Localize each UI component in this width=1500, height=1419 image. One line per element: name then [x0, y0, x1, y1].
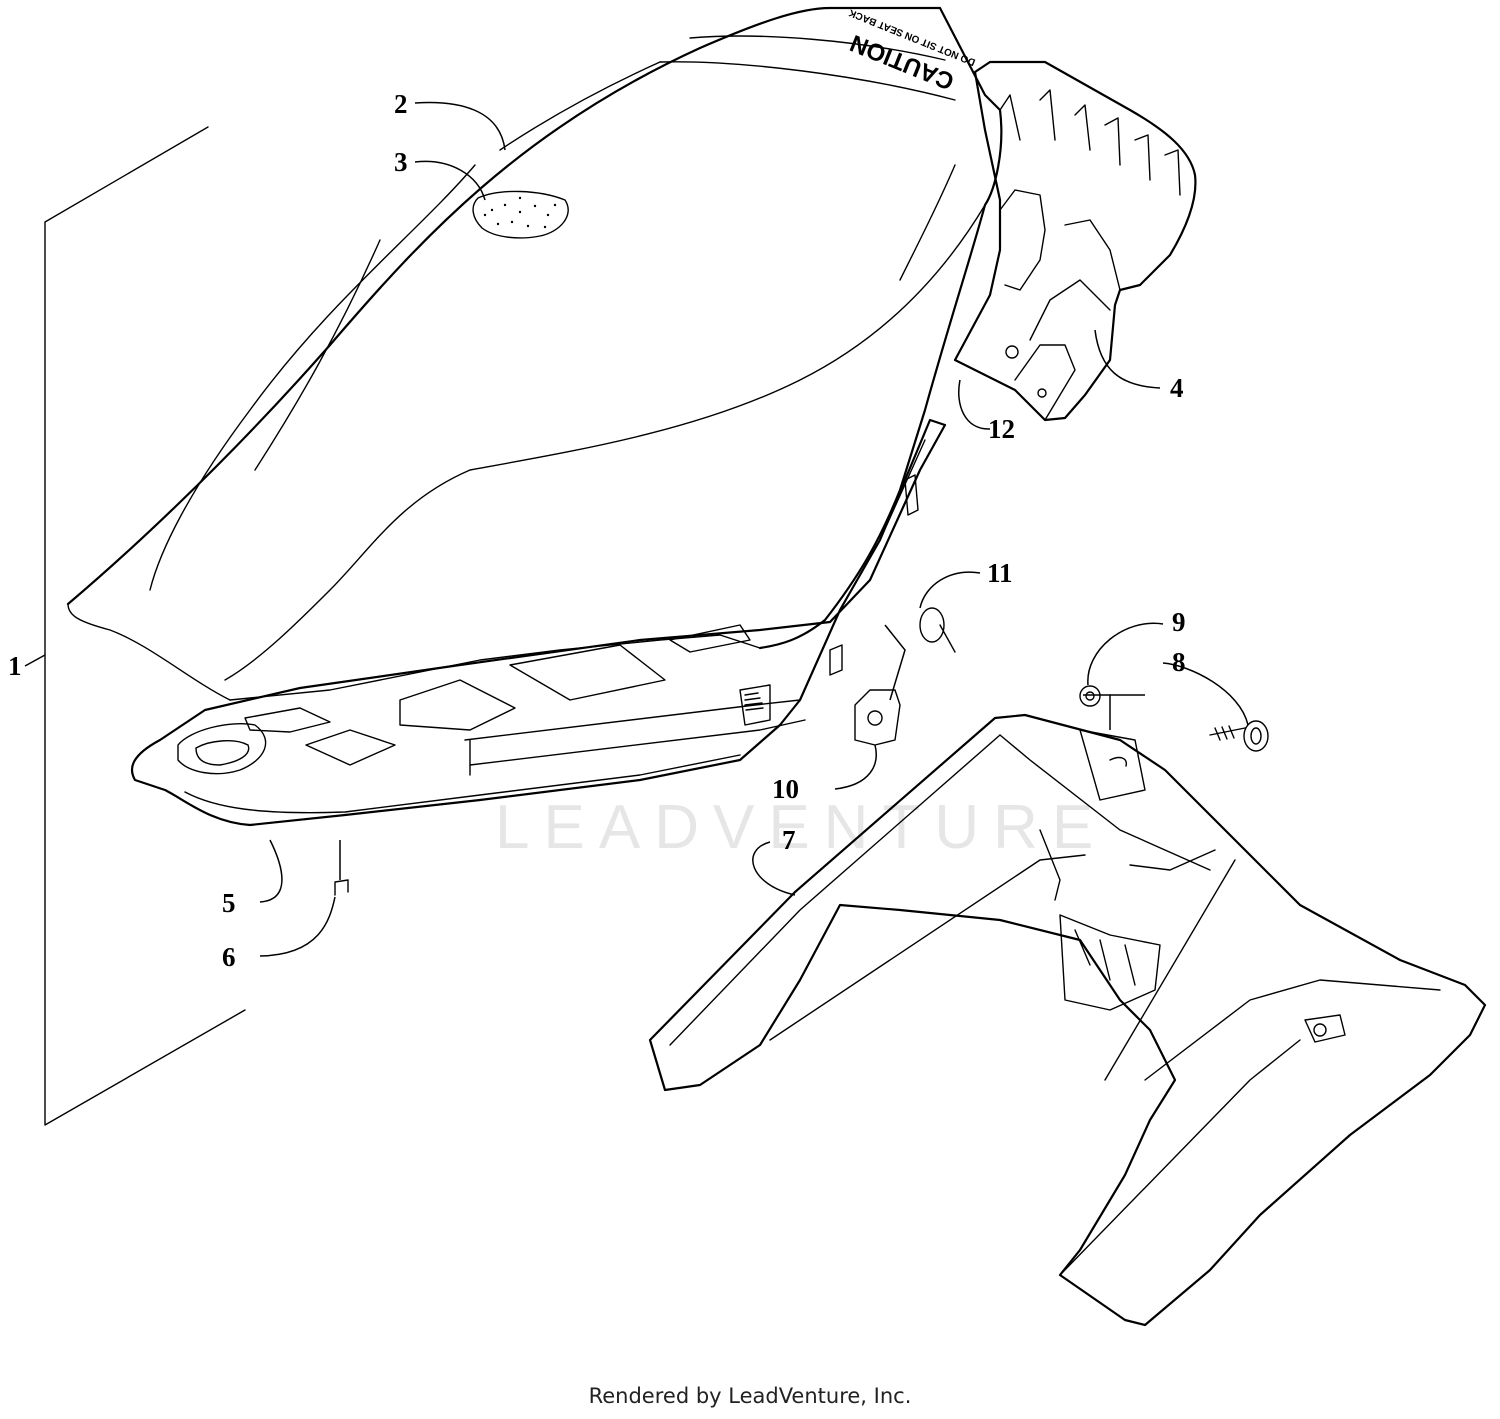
callout-10: 10 [772, 774, 799, 804]
caution-decal: CAUTION DO NOT SIT ON SEAT BACK [846, 6, 977, 95]
callout-6: 6 [222, 942, 236, 972]
fastener-8-pin [1209, 720, 1269, 752]
fastener-11-rivet [919, 607, 956, 653]
seat-back-part [953, 60, 1197, 422]
watermark-text: LEADVENTURE [495, 793, 1107, 862]
callout-1: 1 [8, 651, 22, 681]
callout-4: 4 [1170, 373, 1184, 403]
assembly-bracket [44, 126, 246, 1126]
leader-lines [24, 101, 1249, 957]
rear-tray-part [648, 713, 1487, 1327]
fastener-9-washer [1079, 685, 1101, 707]
footer-credit: Rendered by LeadVenture, Inc. [588, 1384, 912, 1408]
callout-5: 5 [222, 888, 236, 918]
callout-7: 7 [782, 825, 796, 855]
fastener-10-clip [854, 689, 901, 746]
seat-assembly [66, 6, 1003, 827]
callout-12: 12 [988, 414, 1015, 444]
callout-11: 11 [987, 558, 1013, 588]
fastener-6-clip [334, 879, 349, 896]
callouts: 1 2 3 4 5 6 7 8 9 10 11 12 [8, 89, 1186, 972]
callout-2: 2 [394, 89, 408, 119]
callout-8: 8 [1172, 647, 1186, 677]
foam-dots [483, 196, 557, 229]
callout-3: 3 [394, 147, 408, 177]
callout-9: 9 [1172, 607, 1186, 637]
